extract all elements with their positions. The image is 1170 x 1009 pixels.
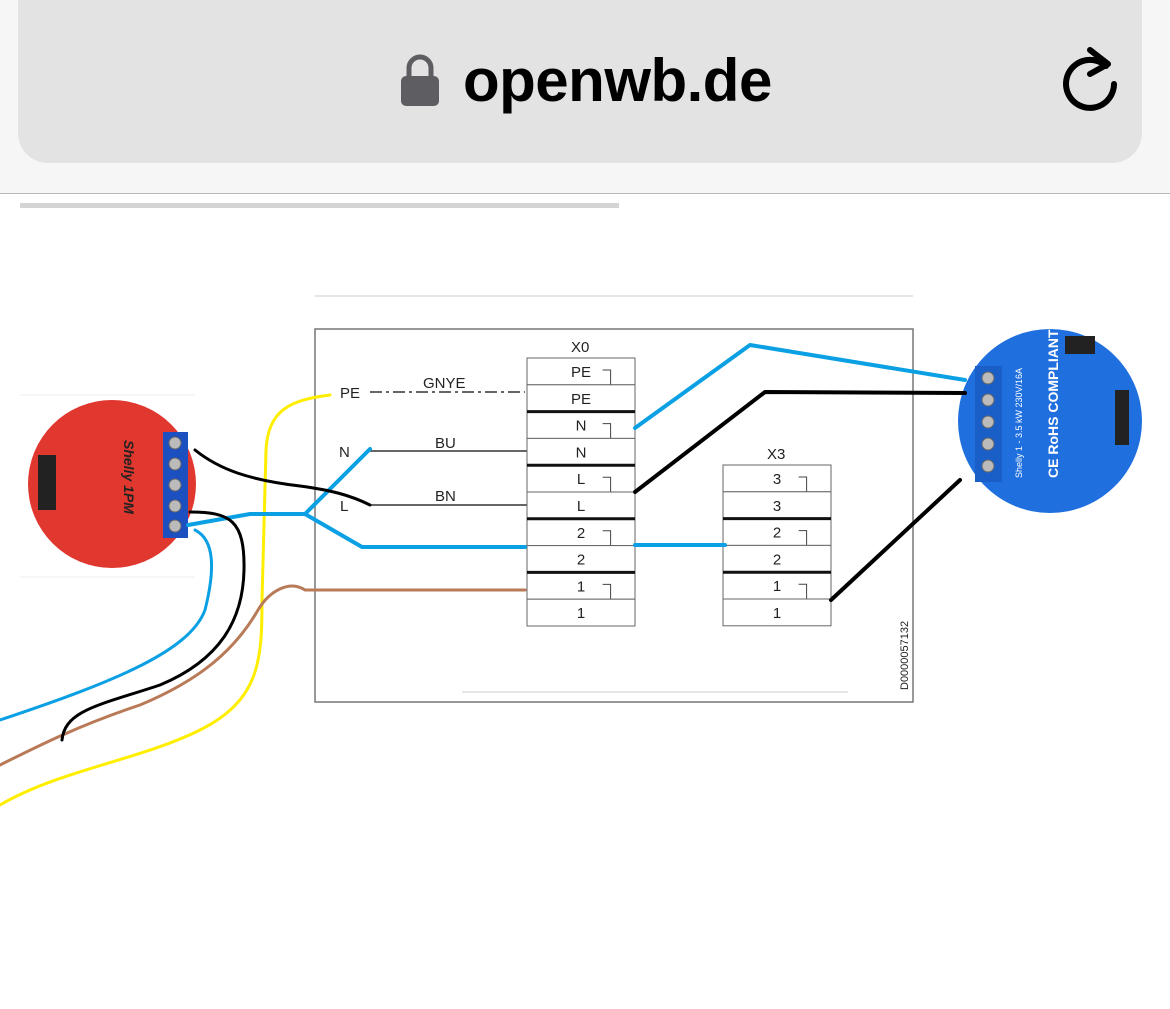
address-bar[interactable]: openwb.de [18, 0, 1142, 163]
label-bu: BU [435, 435, 456, 452]
shelly-1pm-brand: Shelly 1PM [121, 440, 137, 514]
document-id: D0000057132 [899, 621, 911, 690]
terminal-row [526, 598, 636, 627]
label-l: L [340, 498, 348, 515]
scroll-indicator [20, 203, 619, 208]
terminal-row [526, 357, 636, 386]
wire-blue-right [633, 343, 967, 430]
terminal-row [722, 518, 832, 546]
x3-title: X3 [767, 446, 785, 463]
shelly-1pm-device: Shelly 1PM [28, 400, 196, 568]
terminal-label: L [577, 471, 585, 488]
terminal-label: 3 [773, 471, 781, 488]
terminal-label: 2 [773, 525, 781, 542]
terminal-label: 2 [773, 551, 781, 568]
terminal-row [722, 464, 832, 493]
label-pe: PE [340, 385, 360, 402]
label-gnye: GNYE [423, 375, 466, 392]
terminal-row [526, 545, 636, 573]
terminal-label: 1 [577, 578, 585, 595]
wire-black-l [193, 448, 372, 507]
wires [0, 343, 967, 807]
x0-title: X0 [571, 339, 589, 356]
terminal-label: 2 [577, 552, 585, 569]
terminal-row [526, 384, 636, 413]
wire-black-down [60, 510, 246, 742]
shelly-1-rating: Shelly 1 - 3.5 kW 230V/16A [1014, 368, 1024, 478]
terminal-label: PE [571, 364, 591, 381]
shelly-1-marks: CE RoHS COMPLIANT [1045, 329, 1061, 478]
wire-black-sw [829, 478, 962, 602]
terminal-label: 3 [773, 498, 781, 515]
terminal-label: L [577, 498, 585, 515]
wire-blue-n [186, 447, 527, 549]
terminal-row [526, 571, 636, 600]
terminal-label: N [576, 444, 587, 461]
wire-yellow [0, 393, 332, 807]
terminal-label: 2 [577, 525, 585, 542]
label-n: N [339, 444, 350, 461]
wire-blue-out [0, 528, 214, 722]
browser-chrome: openwb.de [0, 0, 1170, 194]
terminal-label: 1 [773, 605, 781, 622]
terminal-label: PE [571, 391, 591, 408]
lock-icon [401, 54, 439, 106]
terminal-block-x3: 3 3 2 2 1 1 [722, 464, 832, 627]
terminal-row [722, 491, 832, 520]
terminal-row [526, 437, 636, 466]
shelly-1-device: Shelly 1 - 3.5 kW 230V/16A CE RoHS COMPL… [958, 329, 1142, 513]
terminal-label: 1 [773, 578, 781, 595]
terminal-label: N [576, 418, 587, 435]
reload-icon[interactable] [1060, 44, 1122, 114]
label-bn: BN [435, 488, 456, 505]
terminal-row [722, 598, 832, 627]
terminal-row [722, 544, 832, 573]
wire-brown [0, 584, 527, 767]
wire-black-right [633, 390, 967, 494]
url-text[interactable]: openwb.de [463, 47, 772, 114]
terminal-label: 1 [577, 605, 585, 622]
